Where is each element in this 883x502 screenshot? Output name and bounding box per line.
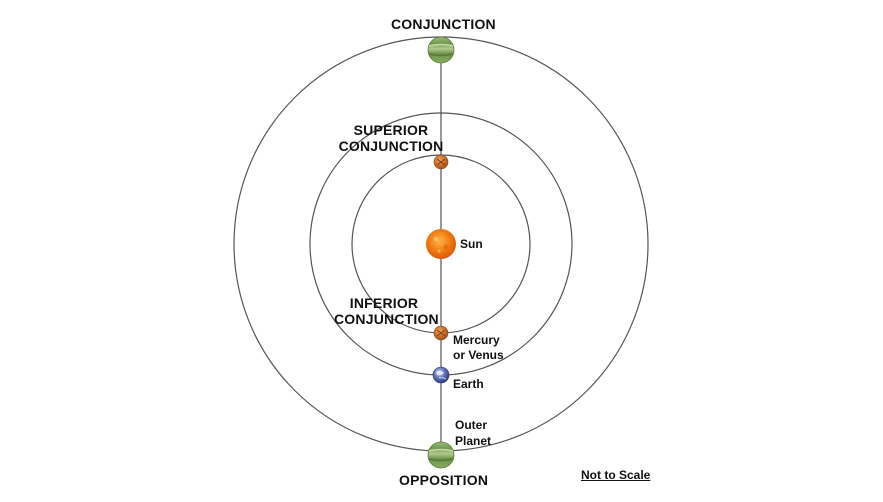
inferior-label-line2: CONJUNCTION xyxy=(334,311,439,327)
earth xyxy=(432,366,450,384)
sun-label: Sun xyxy=(460,237,483,251)
earth-label: Earth xyxy=(453,377,484,391)
superior-conjunction-label: SUPERIOR CONJUNCTION xyxy=(334,122,448,154)
inferior-label-line1: INFERIOR xyxy=(349,295,419,311)
superior-label-line1: SUPERIOR xyxy=(353,122,429,138)
inner-planet-inferior-conjunction xyxy=(433,325,449,341)
mercury-venus-label: Mercury or Venus xyxy=(453,333,504,363)
mercury-label-line1: Mercury xyxy=(453,333,500,347)
outer-planet-conjunction xyxy=(427,36,455,64)
sun xyxy=(426,229,456,259)
outer-label-line1: Outer xyxy=(455,418,488,432)
inner-planet-superior-conjunction xyxy=(433,154,449,170)
conjunction-label: CONJUNCTION xyxy=(391,16,496,32)
outer-planet-opposition xyxy=(427,441,455,469)
superior-label-line2: CONJUNCTION xyxy=(338,138,444,154)
mercury-label-line2: or Venus xyxy=(453,348,504,362)
outer-planet-label: Outer Planet xyxy=(455,417,491,449)
inferior-conjunction-label: INFERIOR CONJUNCTION xyxy=(334,295,439,327)
scale-note: Not to Scale xyxy=(581,468,651,482)
opposition-label: OPPOSITION xyxy=(399,472,489,488)
outer-label-line2: Planet xyxy=(455,434,492,448)
